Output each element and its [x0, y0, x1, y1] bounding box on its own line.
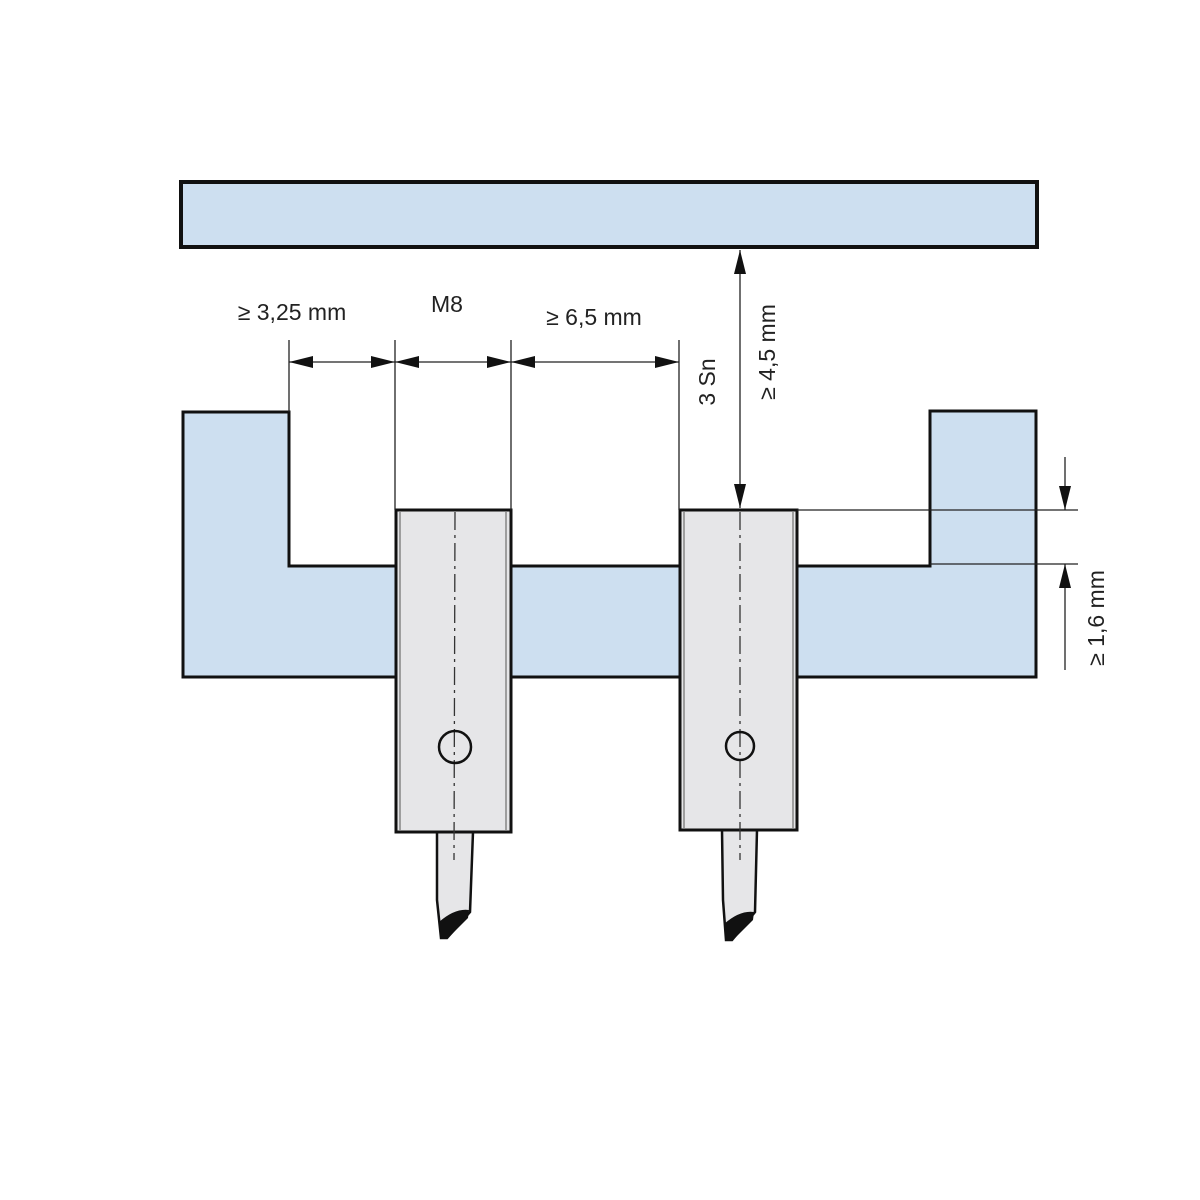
- label-left-clearance: ≥ 3,25 mm: [238, 299, 347, 325]
- mounting-bracket: [181, 409, 1038, 679]
- label-sensing-distance: 3 Sn: [694, 358, 720, 405]
- label-target-clearance: ≥ 4,5 mm: [754, 304, 780, 400]
- label-flush-offset: ≥ 1,6 mm: [1083, 570, 1109, 666]
- target-plate: [179, 180, 1039, 249]
- sensor-left: [394, 508, 513, 940]
- extension-lines: [288, 340, 1078, 565]
- dimension-arrows: [289, 250, 1071, 670]
- led-indicator-left: [437, 729, 473, 765]
- led-indicator-right: [724, 730, 756, 762]
- label-sensor-spacing: ≥ 6,5 mm: [546, 304, 642, 330]
- sensor-right: [678, 508, 799, 942]
- label-sensor-size: M8: [431, 291, 463, 317]
